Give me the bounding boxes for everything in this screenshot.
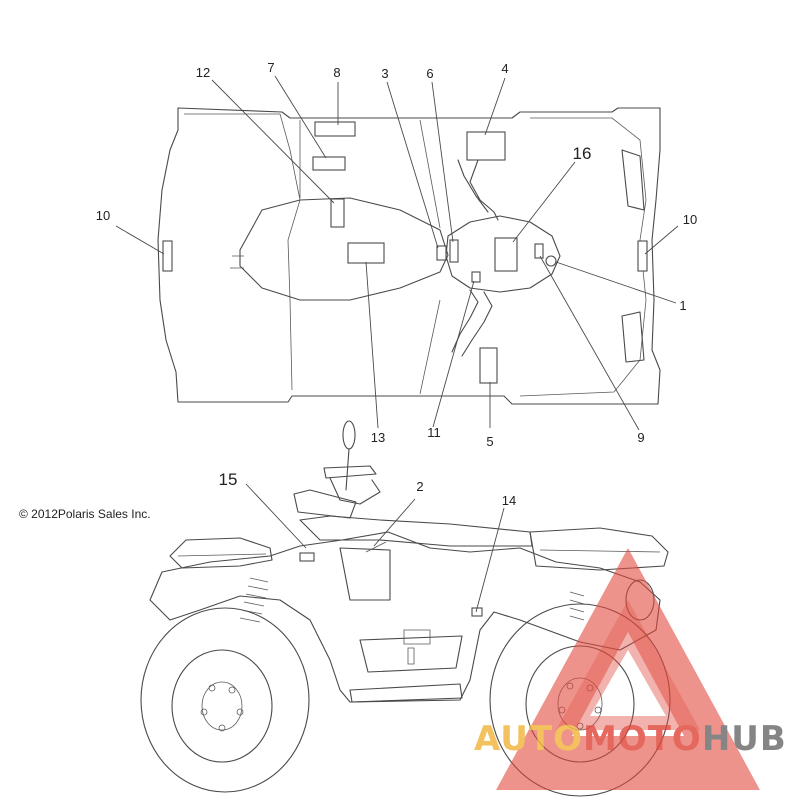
callout-10-left: 10 [96, 208, 110, 223]
atv-top-view [157, 107, 661, 405]
watermark-triangle-icon [496, 548, 760, 790]
callout-13: 13 [371, 430, 385, 445]
callout-3: 3 [381, 66, 388, 81]
watermark-hub: HUB [702, 719, 787, 759]
callout-4: 4 [501, 61, 508, 76]
callout-11: 11 [427, 425, 441, 440]
automotohub-watermark: AUTOMOTOHUB [474, 548, 787, 790]
watermark-moto: MOTO [583, 719, 702, 759]
callout-16: 16 [573, 144, 592, 163]
svg-text:AUTOMOTOHUB: AUTOMOTOHUB [474, 719, 787, 759]
callout-6: 6 [426, 66, 433, 81]
callout-1: 1 [679, 298, 686, 313]
copyright-notice: © 2012Polaris Sales Inc. [19, 507, 151, 521]
callout-labels: 12 7 8 3 6 4 16 10 10 1 13 11 5 9 15 2 1… [19, 60, 697, 521]
callout-10-right: 10 [683, 212, 697, 227]
callout-7: 7 [267, 60, 274, 75]
callout-12: 12 [196, 65, 210, 80]
top-view-leaders [115, 75, 679, 431]
callout-5: 5 [486, 434, 493, 449]
callout-2: 2 [416, 479, 423, 494]
side-view-leaders [245, 483, 505, 613]
callout-8: 8 [333, 65, 340, 80]
callout-14: 14 [502, 493, 516, 508]
callout-15: 15 [219, 470, 238, 489]
callout-9: 9 [637, 430, 644, 445]
watermark-auto: AUTO [474, 719, 583, 759]
watermark-triangle-inner-icon [556, 600, 700, 730]
